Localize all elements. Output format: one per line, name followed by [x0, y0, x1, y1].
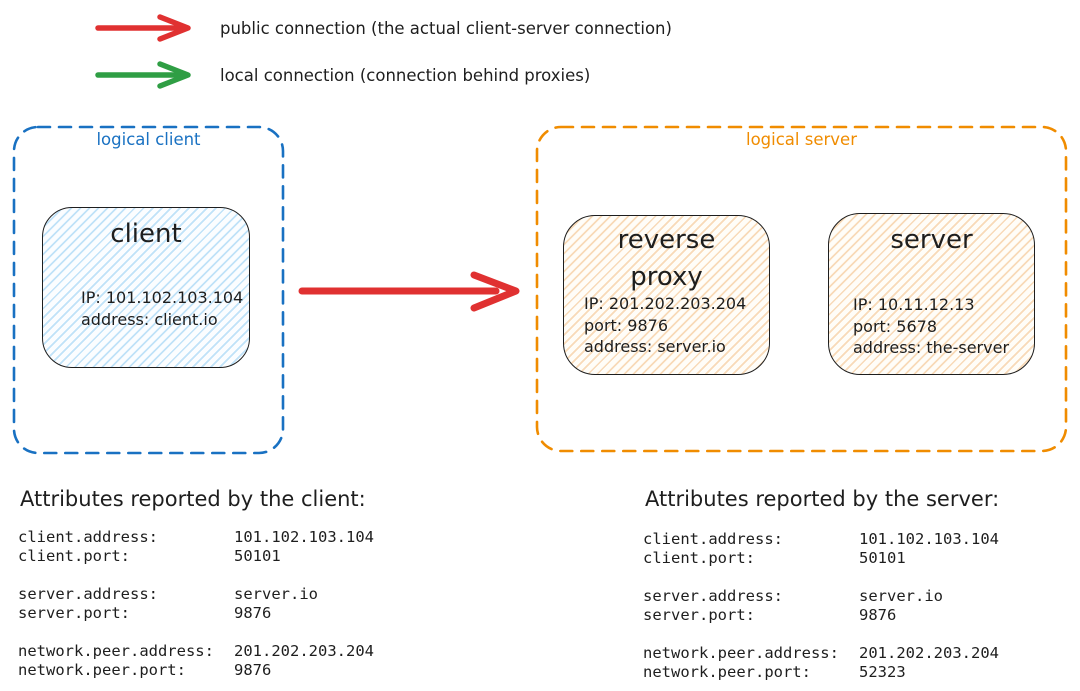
- attr-key: network.peer.port:: [643, 663, 811, 681]
- attr-group-network-peer: network.peer.address: 201.202.203.204 ne…: [18, 642, 374, 680]
- server-node-line: IP: 10.11.12.13: [853, 295, 975, 314]
- attr-key: network.peer.port:: [18, 661, 186, 679]
- client-node-title: client: [110, 219, 182, 249]
- attr-key: client.port:: [18, 547, 130, 565]
- attr-key: client.address:: [18, 528, 158, 546]
- server-node: server IP: 10.11.12.13 port: 5678 addres…: [828, 213, 1035, 375]
- attr-row: server.port: 9876: [18, 604, 374, 623]
- reverse-proxy-node: reverse proxy IP: 201.202.203.204 port: …: [563, 215, 770, 375]
- client-to-server-arrow-icon: [298, 271, 520, 312]
- client-node-line: address: client.io: [81, 309, 218, 329]
- attr-row: client.port: 50101: [18, 547, 374, 566]
- attr-key: network.peer.address:: [18, 642, 214, 660]
- attr-value: 9876: [234, 661, 272, 679]
- attr-value: 9876: [859, 606, 897, 624]
- attr-group-server-endpoint: server.address: server.io server.port: 9…: [18, 585, 374, 623]
- attr-value: server.io: [859, 587, 943, 605]
- attr-row: server.port: 9876: [643, 606, 999, 625]
- attr-group-server-endpoint: server.address: server.io server.port: 9…: [643, 587, 999, 625]
- public-connection-arrow-icon: [95, 14, 191, 42]
- attr-key: network.peer.address:: [643, 644, 839, 662]
- local-connection-arrow-icon: [95, 61, 191, 89]
- client-attributes-table: client.address: 101.102.103.104 client.p…: [18, 528, 374, 691]
- attr-row: network.peer.port: 9876: [18, 661, 374, 680]
- client-node: client IP: 101.102.103.104 address: clie…: [42, 207, 250, 368]
- attr-group-client-endpoint: client.address: 101.102.103.104 client.p…: [643, 530, 999, 568]
- client-node-attributes: IP: 101.102.103.104 address: client.io: [81, 287, 243, 330]
- attr-key: server.port:: [18, 604, 130, 622]
- server-attributes-heading: Attributes reported by the server:: [645, 487, 1000, 511]
- logical-client-group: logical client client IP: 101.102.103.10…: [12, 125, 285, 455]
- local-connection-legend-label: local connection (connection behind prox…: [220, 66, 591, 85]
- server-attributes-table: client.address: 101.102.103.104 client.p…: [643, 530, 999, 691]
- logical-server-label: logical server: [746, 130, 857, 149]
- attr-value: 50101: [859, 549, 906, 567]
- reverse-proxy-node-attributes: IP: 201.202.203.204 port: 9876 address: …: [584, 293, 746, 358]
- attr-row: network.peer.address: 201.202.203.204: [18, 642, 374, 661]
- attr-key: server.port:: [643, 606, 755, 624]
- attr-group-client-endpoint: client.address: 101.102.103.104 client.p…: [18, 528, 374, 566]
- attr-row: server.address: server.io: [643, 587, 999, 606]
- client-node-line: IP: 101.102.103.104: [81, 288, 244, 307]
- reverse-proxy-node-line: IP: 201.202.203.204: [584, 294, 747, 313]
- attr-value: 50101: [234, 547, 281, 565]
- logical-client-label: logical client: [96, 130, 201, 149]
- reverse-proxy-node-title: reverse proxy: [617, 225, 716, 292]
- attr-value: 201.202.203.204: [234, 642, 374, 660]
- attr-group-network-peer: network.peer.address: 201.202.203.204 ne…: [643, 644, 999, 682]
- reverse-proxy-node-line: port: 9876: [584, 315, 668, 335]
- server-node-attributes: IP: 10.11.12.13 port: 5678 address: the-…: [853, 294, 1009, 359]
- logical-server-border: [535, 125, 1068, 453]
- attr-row: network.peer.address: 201.202.203.204: [643, 644, 999, 663]
- server-node-line: address: the-server: [853, 338, 1010, 357]
- server-node-title: server: [890, 225, 973, 255]
- attr-key: server.address:: [18, 585, 158, 603]
- attr-key: client.address:: [643, 530, 783, 548]
- reverse-proxy-node-line: address: server.io: [584, 337, 726, 356]
- client-attributes-heading: Attributes reported by the client:: [20, 487, 366, 511]
- attr-row: server.address: server.io: [18, 585, 374, 604]
- attr-value: 201.202.203.204: [859, 644, 999, 662]
- server-node-line: port: 5678: [853, 316, 937, 336]
- attr-value: server.io: [234, 585, 318, 603]
- attr-key: server.address:: [643, 587, 783, 605]
- attr-value: 101.102.103.104: [859, 530, 999, 548]
- attr-value: 9876: [234, 604, 272, 622]
- attr-row: client.address: 101.102.103.104: [643, 530, 999, 549]
- attr-value: 52323: [859, 663, 906, 681]
- attr-value: 101.102.103.104: [234, 528, 374, 546]
- logical-server-group: logical server reverse proxy IP: 201.202…: [535, 125, 1068, 453]
- attr-key: client.port:: [643, 549, 755, 567]
- attr-row: network.peer.port: 52323: [643, 663, 999, 682]
- attr-row: client.address: 101.102.103.104: [18, 528, 374, 547]
- attr-row: client.port: 50101: [643, 549, 999, 568]
- public-connection-legend-label: public connection (the actual client-ser…: [220, 19, 672, 38]
- logical-client-border: [12, 125, 285, 455]
